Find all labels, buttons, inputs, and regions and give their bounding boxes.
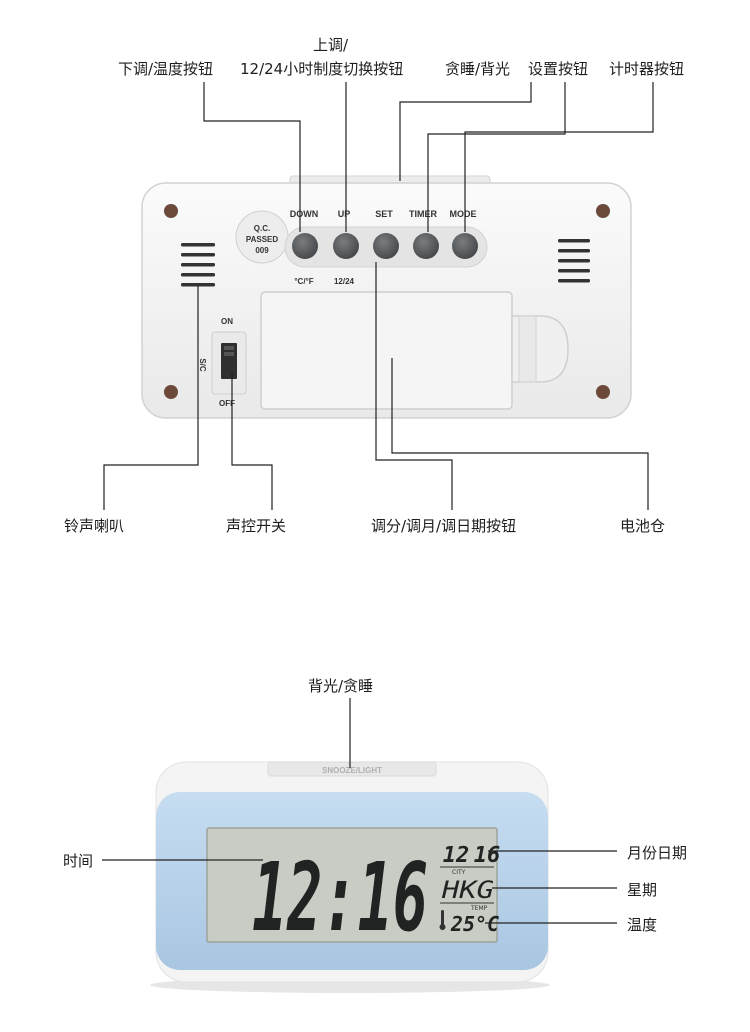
set-button[interactable] xyxy=(373,233,399,259)
button-down-sublabel: °C/°F xyxy=(294,277,313,286)
callout-time: 时间 xyxy=(63,852,94,870)
callout-set: 设置按钮 xyxy=(528,60,589,78)
lcd-time: 12:16 xyxy=(252,844,428,953)
callout-light-snooze: 背光/贪睡 xyxy=(308,677,374,695)
callout-battery: 电池仓 xyxy=(620,517,666,535)
mode-button[interactable] xyxy=(452,233,478,259)
leader-lines-top xyxy=(203,82,654,232)
switch-side-label: S/C xyxy=(198,358,207,372)
button-up[interactable]: UP 12/24 xyxy=(333,209,359,286)
button-mode[interactable]: MODE xyxy=(450,209,479,259)
device-back: Q.C. PASSED 009 DOWN °C/°F UP 12/24 SET … xyxy=(141,182,632,419)
lcd-temp-label: TEMP xyxy=(470,905,488,912)
button-timer[interactable]: TIMER xyxy=(409,209,439,259)
leader-lines-bottom xyxy=(103,262,649,510)
lcd-city-label: CITY xyxy=(452,869,466,876)
button-set[interactable]: SET xyxy=(373,209,399,259)
button-up-label: UP xyxy=(338,209,351,219)
lcd-temp: 25°C xyxy=(450,912,499,936)
speaker-grille-left xyxy=(181,243,215,287)
latch-tab xyxy=(518,315,537,383)
thermometer-bulb xyxy=(439,924,446,930)
callout-up-line1: 上调/ xyxy=(313,36,349,54)
button-timer-label: TIMER xyxy=(409,209,437,219)
callout-month-date: 月份日期 xyxy=(627,844,688,862)
battery-compartment[interactable] xyxy=(260,291,513,410)
lcd-month: 12 xyxy=(443,843,470,868)
switch-on-label: ON xyxy=(221,317,233,326)
switch-off-label: OFF xyxy=(219,399,235,408)
snooze-light-text: SNOOZE/LIGHT xyxy=(322,766,382,775)
callout-voice-switch: 声控开关 xyxy=(226,517,287,535)
lcd-screen xyxy=(206,827,498,943)
callout-weekday: 星期 xyxy=(627,881,658,899)
qc-line-1: Q.C. xyxy=(254,224,270,233)
screw-hole xyxy=(164,204,178,218)
callout-temperature: 温度 xyxy=(627,916,658,934)
qc-line-2: PASSED xyxy=(246,235,279,244)
down-button[interactable] xyxy=(292,233,318,259)
screw-hole xyxy=(164,385,178,399)
screw-hole xyxy=(596,204,610,218)
callout-down-temp: 下调/温度按钮 xyxy=(118,60,214,78)
callout-timer: 计时器按钮 xyxy=(609,60,685,78)
button-set-label: SET xyxy=(375,209,393,219)
button-up-sublabel: 12/24 xyxy=(334,277,355,286)
up-button[interactable] xyxy=(333,233,359,259)
screw-hole xyxy=(596,385,610,399)
lcd-day: 16 xyxy=(474,843,501,868)
thermometer-icon xyxy=(441,910,444,926)
button-down-label: DOWN xyxy=(290,209,319,219)
device-front: SNOOZE/LIGHT 12:16 12 16 CITY HKG TEMP 2… xyxy=(150,761,550,993)
leader-lines-front xyxy=(102,698,617,924)
button-down[interactable]: DOWN °C/°F xyxy=(290,209,319,286)
speaker-grille-right xyxy=(558,239,590,283)
qc-line-3: 009 xyxy=(255,246,269,255)
snooze-light-button[interactable] xyxy=(267,761,437,777)
callout-speaker: 铃声喇叭 xyxy=(64,517,125,535)
qc-sticker: Q.C. PASSED 009 xyxy=(235,210,289,264)
callout-snooze-light: 贪睡/背光 xyxy=(445,60,511,78)
callout-adjust: 调分/调月/调日期按钮 xyxy=(371,517,517,535)
callout-up-line2: 12/24小时制度切换按钮 xyxy=(240,60,404,78)
timer-button[interactable] xyxy=(413,233,439,259)
lcd-city: HKG xyxy=(441,876,494,904)
button-mode-label: MODE xyxy=(450,209,477,219)
